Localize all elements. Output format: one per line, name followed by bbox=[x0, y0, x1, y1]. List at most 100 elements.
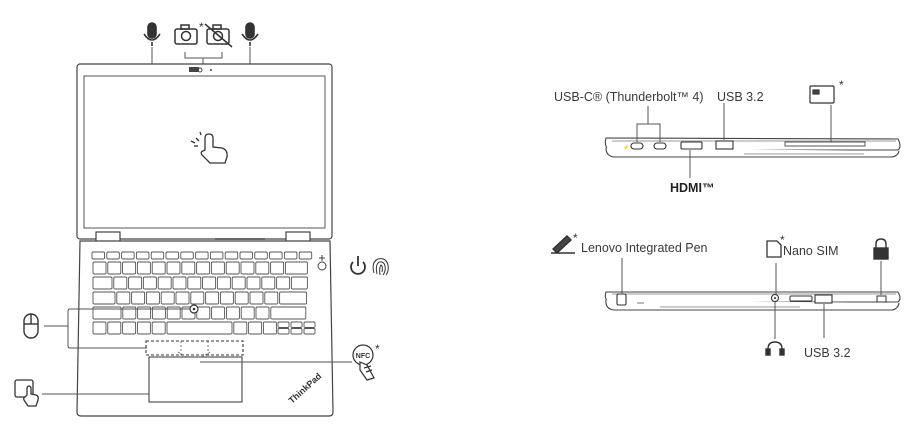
keyboard-key bbox=[122, 306, 137, 320]
keyboard-key bbox=[234, 291, 249, 305]
keyboard-key bbox=[239, 251, 253, 260]
keyboard-key bbox=[224, 251, 239, 260]
security-lock-slot bbox=[876, 295, 887, 303]
keyboard-key bbox=[151, 321, 166, 335]
mouse-bracket bbox=[67, 308, 147, 349]
keyboard-key bbox=[175, 291, 190, 305]
keyboard-key bbox=[180, 251, 194, 260]
pen-asterisk: * bbox=[573, 231, 578, 245]
keyboard-key bbox=[166, 261, 181, 275]
keyboard-key bbox=[195, 251, 209, 260]
keyboard-key bbox=[269, 251, 283, 260]
keyboard-key bbox=[92, 321, 107, 335]
keyboard-key bbox=[231, 276, 246, 290]
keyboard-key bbox=[249, 291, 264, 305]
keyboard-key bbox=[216, 276, 231, 290]
touch-screen-icon bbox=[190, 131, 228, 164]
camera-shutter bbox=[189, 67, 199, 72]
keyboard-key bbox=[262, 321, 277, 335]
keyboard-key bbox=[277, 328, 290, 335]
keyboard-key bbox=[172, 276, 187, 290]
keyboard-key bbox=[92, 291, 116, 305]
keyboard-key bbox=[284, 261, 308, 275]
keyboard-key bbox=[290, 328, 303, 335]
keyboard-key bbox=[209, 251, 224, 260]
keyboard-key bbox=[283, 251, 298, 260]
keyboard-key bbox=[107, 261, 122, 275]
pen-slot bbox=[616, 293, 627, 306]
keyboard-key bbox=[92, 306, 122, 320]
keyboard-key bbox=[128, 276, 143, 290]
keyboard-key bbox=[92, 261, 107, 275]
keyboard-key bbox=[145, 291, 160, 305]
trackpoint-center bbox=[192, 307, 196, 311]
pen-icon bbox=[551, 235, 575, 254]
keyboard bbox=[91, 251, 316, 335]
security-lock-icon bbox=[873, 238, 889, 260]
keyboard-key bbox=[290, 321, 303, 328]
sim-card-icon bbox=[766, 240, 782, 258]
nano-sim-slot bbox=[789, 295, 813, 302]
camera-off-icon bbox=[204, 23, 233, 48]
keyboard-key bbox=[116, 291, 131, 305]
keyboard-key bbox=[196, 261, 211, 275]
nfc-asterisk: * bbox=[375, 342, 380, 356]
keyboard-key bbox=[255, 306, 270, 320]
usbc-thunderbolt-label: USB-C® (Thunderbolt™ 4) bbox=[554, 90, 704, 104]
usb-a-port-bottom bbox=[814, 294, 833, 304]
keyboard-key bbox=[205, 291, 220, 305]
touchpad-icon bbox=[14, 379, 39, 407]
keyboard-key bbox=[131, 291, 146, 305]
keyboard-key bbox=[225, 261, 240, 275]
keyboard-key bbox=[240, 261, 255, 275]
keyboard-key bbox=[270, 261, 285, 275]
usb32-top-label: USB 3.2 bbox=[717, 90, 764, 104]
keyboard-key bbox=[225, 306, 240, 320]
nfc-icon-text: NFC bbox=[356, 353, 370, 360]
keyboard-key bbox=[157, 276, 172, 290]
nfc-icon bbox=[352, 344, 375, 381]
keyboard-key bbox=[151, 306, 166, 320]
keyboard-key bbox=[150, 251, 165, 260]
keyboard-key bbox=[303, 321, 316, 328]
side-view-top bbox=[604, 137, 901, 158]
webcam-light bbox=[210, 69, 212, 71]
keyboard-key bbox=[276, 276, 291, 290]
smart-card-slot bbox=[784, 141, 866, 147]
usb-c-ports bbox=[630, 142, 667, 150]
keyboard-key bbox=[277, 321, 290, 328]
keyboard-key bbox=[303, 328, 316, 335]
camera-asterisk: * bbox=[199, 20, 204, 34]
keyboard-key bbox=[290, 276, 308, 290]
keyboard-key bbox=[211, 306, 226, 320]
power-button bbox=[317, 261, 327, 271]
usbc-bracket bbox=[636, 106, 661, 142]
side-view-bottom bbox=[604, 291, 901, 311]
usb32-bottom-label: USB 3.2 bbox=[804, 346, 851, 360]
keyboard-key bbox=[248, 321, 263, 335]
nano-sim-label: Nano SIM bbox=[783, 244, 839, 258]
usb-a-port-top bbox=[715, 140, 734, 150]
keyboard-key bbox=[121, 251, 135, 260]
pen-label: Lenovo Integrated Pen bbox=[581, 241, 708, 255]
fingerprint-icon bbox=[372, 258, 389, 276]
smart-card-asterisk: * bbox=[839, 78, 844, 92]
keyboard-key bbox=[122, 261, 137, 275]
trackpoint-mouse-icon bbox=[23, 313, 39, 339]
keyboard-key bbox=[166, 306, 181, 320]
nano-sim-asterisk: * bbox=[780, 233, 785, 247]
keyboard-key bbox=[219, 291, 234, 305]
keyboard-key bbox=[196, 306, 211, 320]
keyboard-key bbox=[136, 321, 151, 335]
keyboard-key bbox=[165, 251, 179, 260]
keyboard-key bbox=[160, 291, 175, 305]
keyboard-key bbox=[107, 321, 122, 335]
keyboard-key bbox=[255, 261, 270, 275]
keyboard-key bbox=[261, 276, 276, 290]
keyboard-key bbox=[151, 261, 166, 275]
keyboard-key bbox=[136, 261, 151, 275]
microphone-icon bbox=[143, 22, 161, 46]
usbc-small-label: ⚡ bbox=[623, 144, 629, 151]
keyboard-key bbox=[137, 306, 152, 320]
